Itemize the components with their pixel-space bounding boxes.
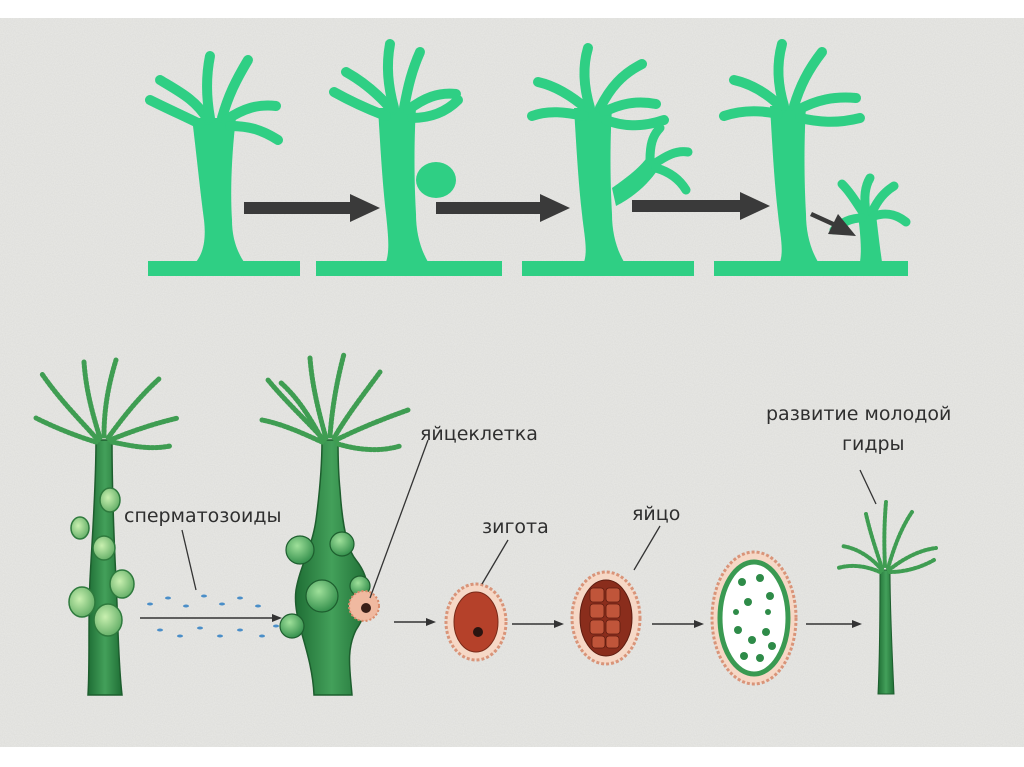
sperm xyxy=(237,628,243,632)
label-egg-cell: яйцеклетка xyxy=(420,423,538,445)
zygote xyxy=(444,582,508,662)
bud-3 xyxy=(612,156,660,206)
sperm xyxy=(201,594,207,598)
arrow-to-young xyxy=(806,620,862,628)
arrow-to-egg xyxy=(512,620,564,628)
arrow-1 xyxy=(244,194,380,222)
sperm xyxy=(237,596,243,600)
leader-lines xyxy=(181,439,877,599)
female-hydra-tentacles xyxy=(259,351,411,453)
arrow-to-embryo xyxy=(652,620,704,628)
testis-2 xyxy=(70,516,90,540)
sperm-arrow xyxy=(140,614,282,622)
budding-sequence xyxy=(145,39,911,276)
testes xyxy=(68,487,135,637)
female-hydra-body xyxy=(294,439,369,696)
budding-arrows xyxy=(244,192,856,236)
sperm-cloud xyxy=(147,594,279,638)
budding-stage-1 xyxy=(145,51,300,276)
arrow-2 xyxy=(436,194,570,222)
leader-zygote xyxy=(481,539,509,585)
tentacles-3 xyxy=(527,43,669,131)
sperm xyxy=(273,624,279,628)
sperm xyxy=(255,604,261,608)
bud-2 xyxy=(416,162,456,198)
male-hydra xyxy=(33,357,181,696)
budding-stage-4 xyxy=(714,39,911,276)
label-young-hydra-line1: развитие молодой xyxy=(766,403,951,425)
testis-4 xyxy=(109,569,135,599)
young-hydra-tentacles xyxy=(836,500,938,574)
sperm xyxy=(183,604,189,608)
developing-embryo xyxy=(710,550,798,686)
tentacles-1 xyxy=(145,51,283,145)
substrate-4 xyxy=(714,261,908,276)
leader-egg xyxy=(633,525,661,571)
sperm xyxy=(259,634,265,638)
testis-6 xyxy=(93,603,123,637)
sperm xyxy=(217,634,223,638)
hydra-body-3 xyxy=(574,108,624,262)
substrate-3 xyxy=(522,261,694,276)
label-young-hydra-line2: гидры xyxy=(842,433,905,455)
substrate-1 xyxy=(148,261,300,276)
embryo-cells xyxy=(733,574,776,662)
hydra-body-4 xyxy=(770,106,818,262)
sperm xyxy=(197,626,203,630)
ovary-bulges xyxy=(279,531,371,639)
young-hydra-body xyxy=(858,214,882,262)
arrow-3 xyxy=(632,192,770,220)
label-egg: яйцо xyxy=(632,503,680,525)
sperm xyxy=(165,596,171,600)
female-hydra xyxy=(259,351,411,696)
process-arrows xyxy=(394,618,862,628)
young-hydra xyxy=(836,500,938,695)
label-zygote: зигота xyxy=(482,516,549,538)
budding-stage-3 xyxy=(522,43,694,276)
leader-young xyxy=(859,469,877,505)
testis-1 xyxy=(99,487,121,513)
substrate-2 xyxy=(316,261,502,276)
sexual-reproduction: сперматозоиды яйцеклетка зигота яйцо раз… xyxy=(33,351,951,696)
sperm xyxy=(147,602,153,606)
egg xyxy=(570,570,642,666)
tentacles-4 xyxy=(719,39,865,127)
label-sperm: сперматозоиды xyxy=(124,505,282,527)
male-hydra-tentacles xyxy=(33,357,181,451)
hydra-body-2 xyxy=(378,108,428,262)
budding-stage-2 xyxy=(316,39,502,276)
leader-egg-cell xyxy=(369,439,429,599)
sperm xyxy=(219,602,225,606)
leader-sperm xyxy=(181,529,197,591)
sperm xyxy=(157,628,163,632)
sperm xyxy=(177,634,183,638)
testis-3 xyxy=(92,535,116,561)
testis-5 xyxy=(68,586,96,618)
blastomeres xyxy=(589,587,621,649)
hydra-body-1 xyxy=(192,118,244,262)
egg-cell xyxy=(348,590,380,622)
arrow-to-zygote xyxy=(394,618,436,626)
bud-3-tentacles xyxy=(645,123,693,195)
arrow-4 xyxy=(810,212,856,236)
tentacles-2 xyxy=(329,39,463,123)
